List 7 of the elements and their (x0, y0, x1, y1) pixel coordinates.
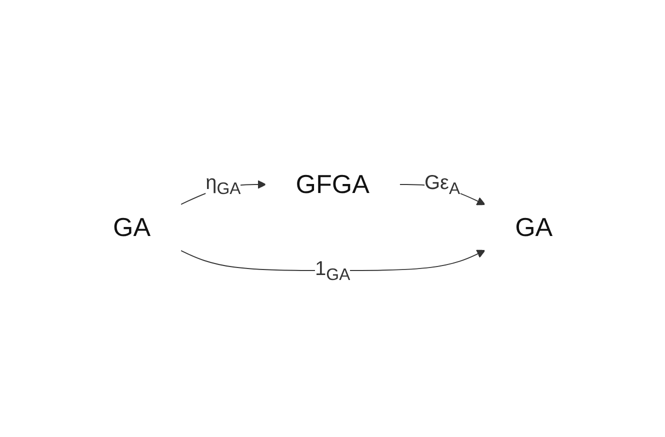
node-text: GFGA (295, 169, 370, 199)
edge-label: Gε$_{A}$ (424, 172, 460, 198)
edge-label: η$_{GA}$ (205, 172, 240, 198)
arrow (180, 250, 486, 271)
node-text: GA (514, 212, 552, 242)
node-text: GA (112, 212, 150, 242)
edge-label: 1$_{GA}$ (314, 258, 350, 284)
